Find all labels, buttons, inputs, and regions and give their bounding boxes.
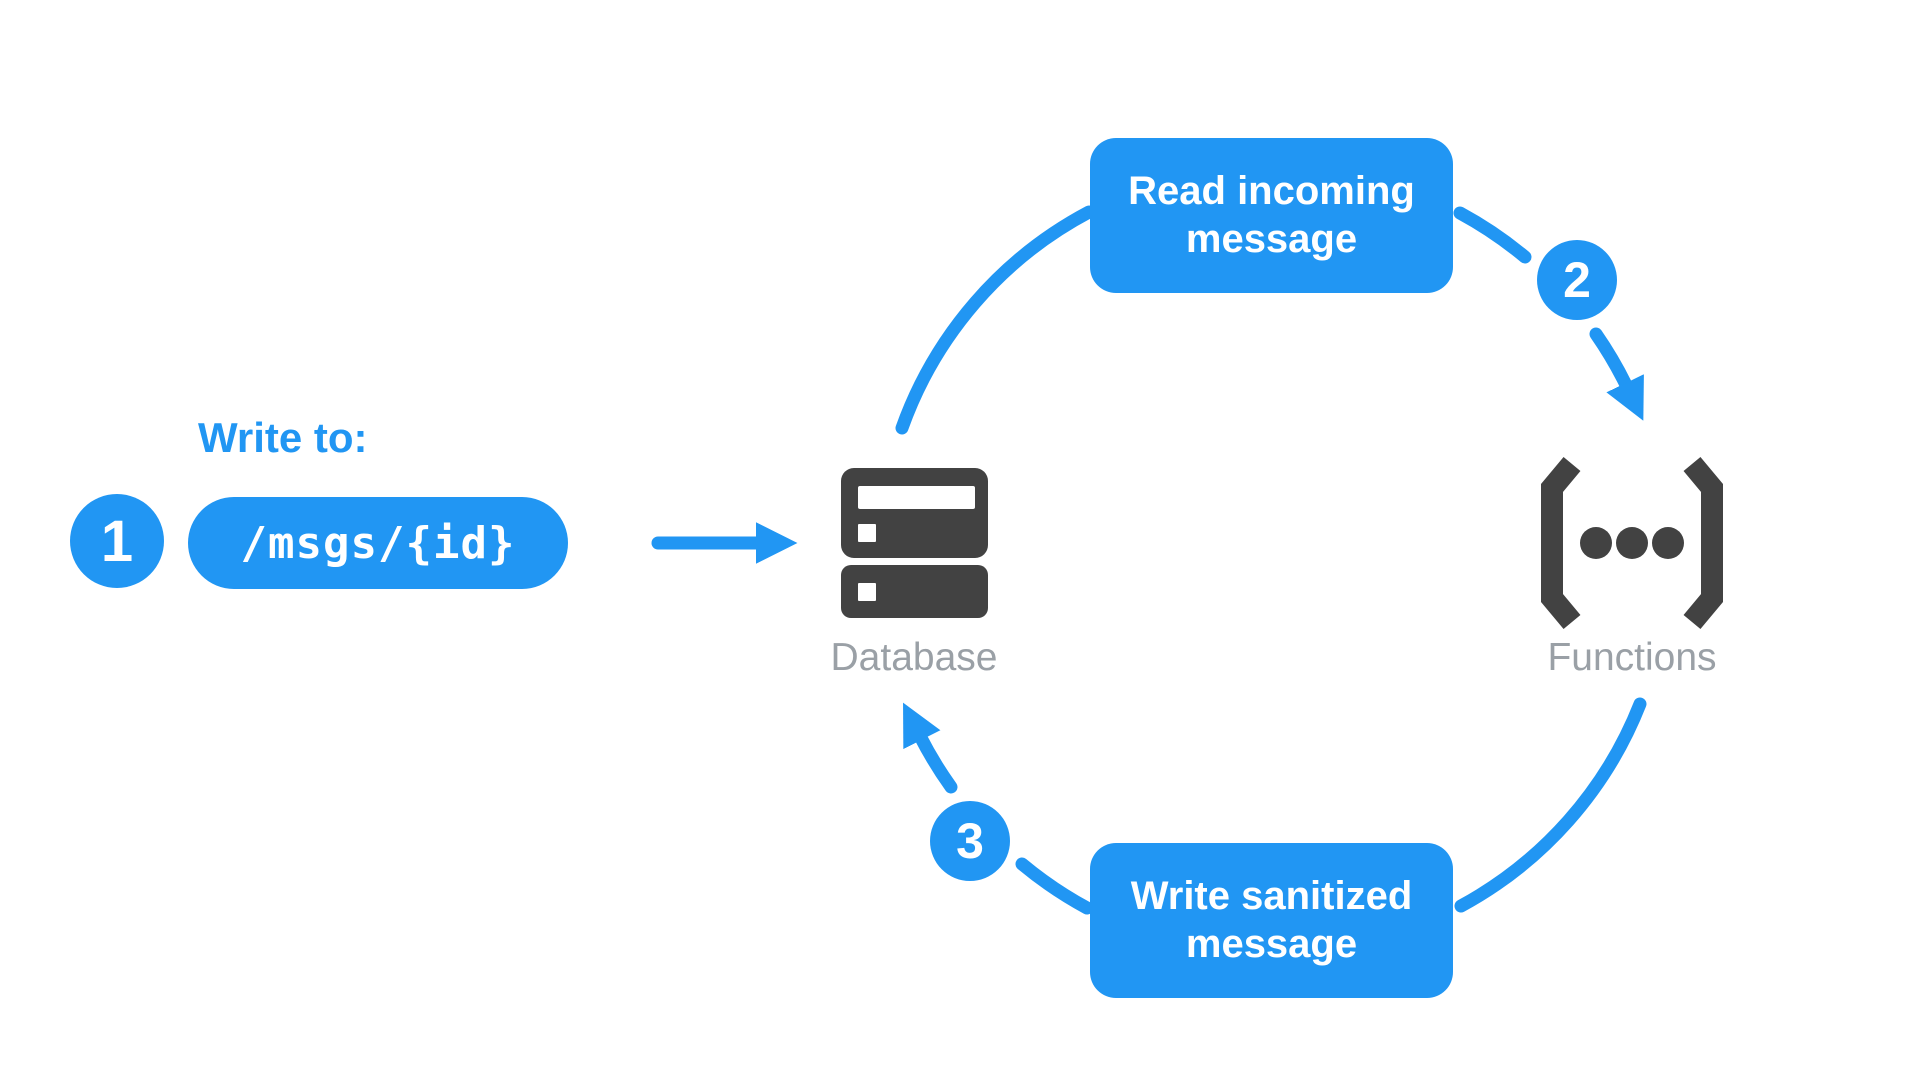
functions-label: Functions (1547, 636, 1717, 679)
step-3-badge: 3 (930, 801, 1010, 881)
arc-readbox-to-badge2 (1453, 206, 1532, 264)
database-icon (841, 468, 988, 618)
write-to-heading: Write to: (198, 414, 368, 461)
functions-icon (1541, 456, 1723, 630)
write-message-box: Write sanitized message (1090, 843, 1453, 998)
path-pill: /msgs/{id} (188, 497, 568, 589)
step-1-badge: 1 (70, 494, 164, 588)
step-2-badge: 2 (1537, 240, 1617, 320)
arc-badge3-to-database (903, 702, 958, 794)
read-message-box: Read incoming message (1090, 138, 1453, 293)
path-pill-text: /msgs/{id} (240, 517, 516, 569)
arc-functions-to-writebox (1454, 697, 1647, 913)
database-label: Database (830, 636, 998, 679)
arc-database-to-readbox (895, 205, 1096, 435)
arc-writebox-to-badge3 (1015, 857, 1094, 915)
arc-badge2-to-functions (1589, 327, 1644, 421)
